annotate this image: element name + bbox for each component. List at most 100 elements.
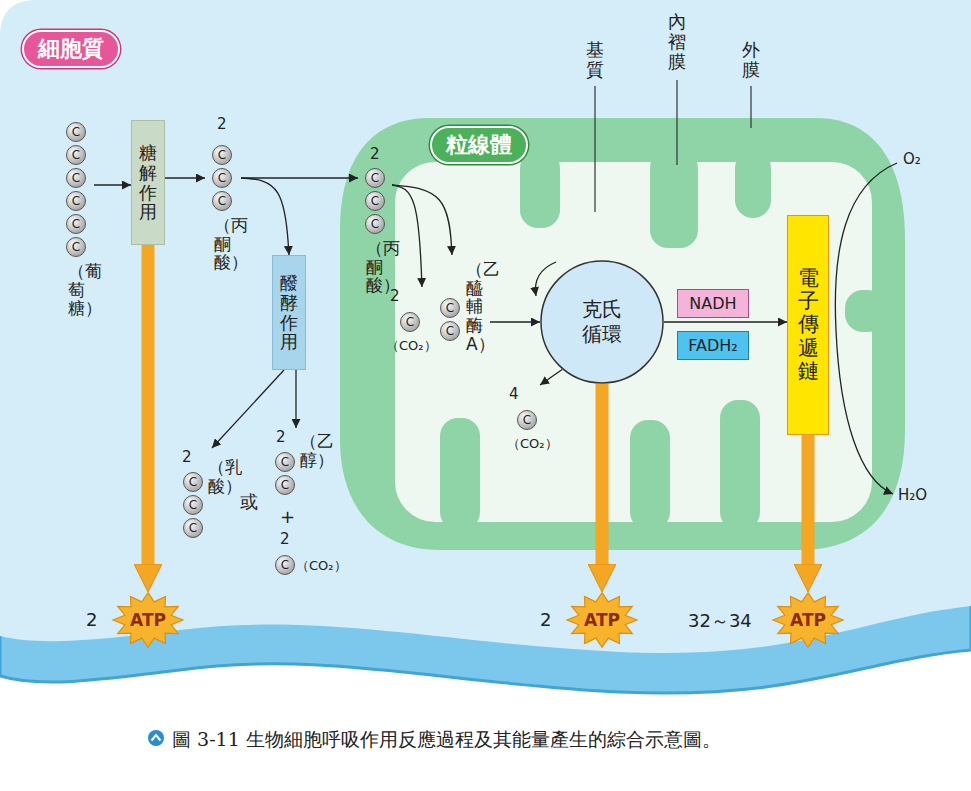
carbon-atom: C [66, 214, 86, 234]
molecule: 2（乳酸）CCC [178, 448, 238, 548]
energy-arrow [596, 384, 609, 576]
node-label: （CO₂） [386, 337, 437, 355]
part-label: 內褶膜 [668, 12, 686, 71]
caption-icon [148, 730, 164, 746]
node-label: C [72, 171, 80, 185]
node-label: C [189, 521, 197, 535]
node-label: 2 [276, 428, 286, 446]
process-box: 醱酵作用 [272, 255, 306, 370]
node-label: NADH [689, 294, 736, 313]
node-label: ATP [790, 610, 826, 630]
node-label: C [371, 194, 379, 208]
carbon-atom: C [275, 452, 295, 472]
cytoplasm [0, 0, 971, 653]
part-label: 或 [240, 490, 258, 514]
reaction-arrow [490, 321, 540, 322]
process-box: 電子傳遞鏈 [787, 215, 829, 435]
reaction-arrow [392, 185, 452, 255]
reaction-arrow [94, 184, 131, 185]
outer-membrane [340, 118, 905, 550]
carbon-atom: C [66, 237, 86, 257]
crista [720, 400, 760, 530]
cycle-outline [541, 261, 663, 383]
carbon-atom: C [212, 145, 232, 165]
process-box: 糖解作用 [131, 120, 165, 245]
reaction-arrow [392, 185, 422, 287]
crista [735, 150, 771, 218]
molecule: （乙醯輔酶A）CC [438, 255, 490, 400]
node-label: C [523, 413, 531, 427]
node-label: 2 [370, 145, 380, 163]
carbon-atom: C [440, 298, 460, 318]
node-label: 2 [217, 115, 227, 133]
carbon-atom: C [183, 472, 203, 492]
part-label: 基質 [586, 40, 604, 80]
molecule: 2（丙酮酸）CCC [205, 115, 241, 315]
crista [630, 420, 670, 530]
node-label: C [72, 194, 80, 208]
part-label: 外膜 [742, 40, 760, 80]
process-box: FADH₂ [677, 331, 749, 360]
node-label: （CO₂） [507, 435, 558, 453]
node-label: C [446, 324, 454, 338]
node-label: C [281, 478, 289, 492]
cycle-arrow [535, 262, 556, 296]
reaction-arrow [241, 177, 358, 178]
carbon-atom: C [400, 312, 420, 332]
carbon-atom: C [275, 475, 295, 495]
node-label: C [218, 194, 226, 208]
molecule: 2 （乙醇） CC [270, 428, 322, 513]
node-label: 2 [182, 448, 192, 466]
carbon-atom: C [66, 168, 86, 188]
carbon-atom: C [365, 191, 385, 211]
carbon-atom: C [275, 555, 295, 575]
node-label: C [72, 148, 80, 162]
node-label: C [72, 217, 80, 231]
node-label: 克氏循環 [579, 297, 625, 347]
node-label: C [406, 315, 414, 329]
reaction-arrow [241, 178, 289, 255]
node-label: 粒線體 [430, 126, 528, 164]
carbon-atom: C [212, 168, 232, 188]
molecule: 2（丙酮酸）CCC [358, 145, 392, 340]
node-label: C [281, 455, 289, 469]
process-box: NADH [677, 289, 749, 318]
node-label: 2 [280, 530, 290, 548]
reaction-arrow [295, 370, 296, 428]
carbon-atom: C [365, 214, 385, 234]
node-label: C [371, 171, 379, 185]
crista [845, 290, 885, 332]
node-label: C [189, 498, 197, 512]
carbon-atom: C [66, 191, 86, 211]
node-label: C [72, 125, 80, 139]
burst-shape [773, 593, 843, 648]
reaction-arrow [664, 321, 787, 322]
node-label: （乳酸） [208, 458, 225, 495]
node-label: （乙醇） [300, 432, 317, 469]
node-label: FADH₂ [688, 336, 737, 355]
node-label: C [218, 148, 226, 162]
leader-line [594, 86, 595, 212]
carbon-atom: C [440, 321, 460, 341]
leader-line [750, 86, 751, 128]
node-label: C [189, 475, 197, 489]
carbon-atom: C [365, 168, 385, 188]
node-label: 糖解作用 [139, 143, 157, 222]
node-label: 細胞質 [22, 30, 120, 68]
node-label: （CO₂） [296, 557, 347, 575]
node-label: ATP [130, 610, 166, 630]
node-label: C [446, 301, 454, 315]
node-label: 2 [540, 609, 551, 630]
burst-shape [567, 593, 637, 648]
node-label: 電子傳遞鏈 [798, 267, 819, 382]
node-label: （葡萄糖） [68, 262, 85, 318]
node-label: 32～34 [688, 609, 752, 633]
energy-arrow [802, 435, 815, 576]
node-label: C [218, 171, 226, 185]
crista [440, 418, 480, 530]
carbon-atom: C [517, 410, 537, 430]
caption: 圖 3-11 生物細胞呼吸作用反應過程及其能量產生的綜合示意圖。 [172, 724, 732, 754]
node-label: 2 [390, 287, 400, 305]
reaction-arrow [540, 369, 562, 385]
